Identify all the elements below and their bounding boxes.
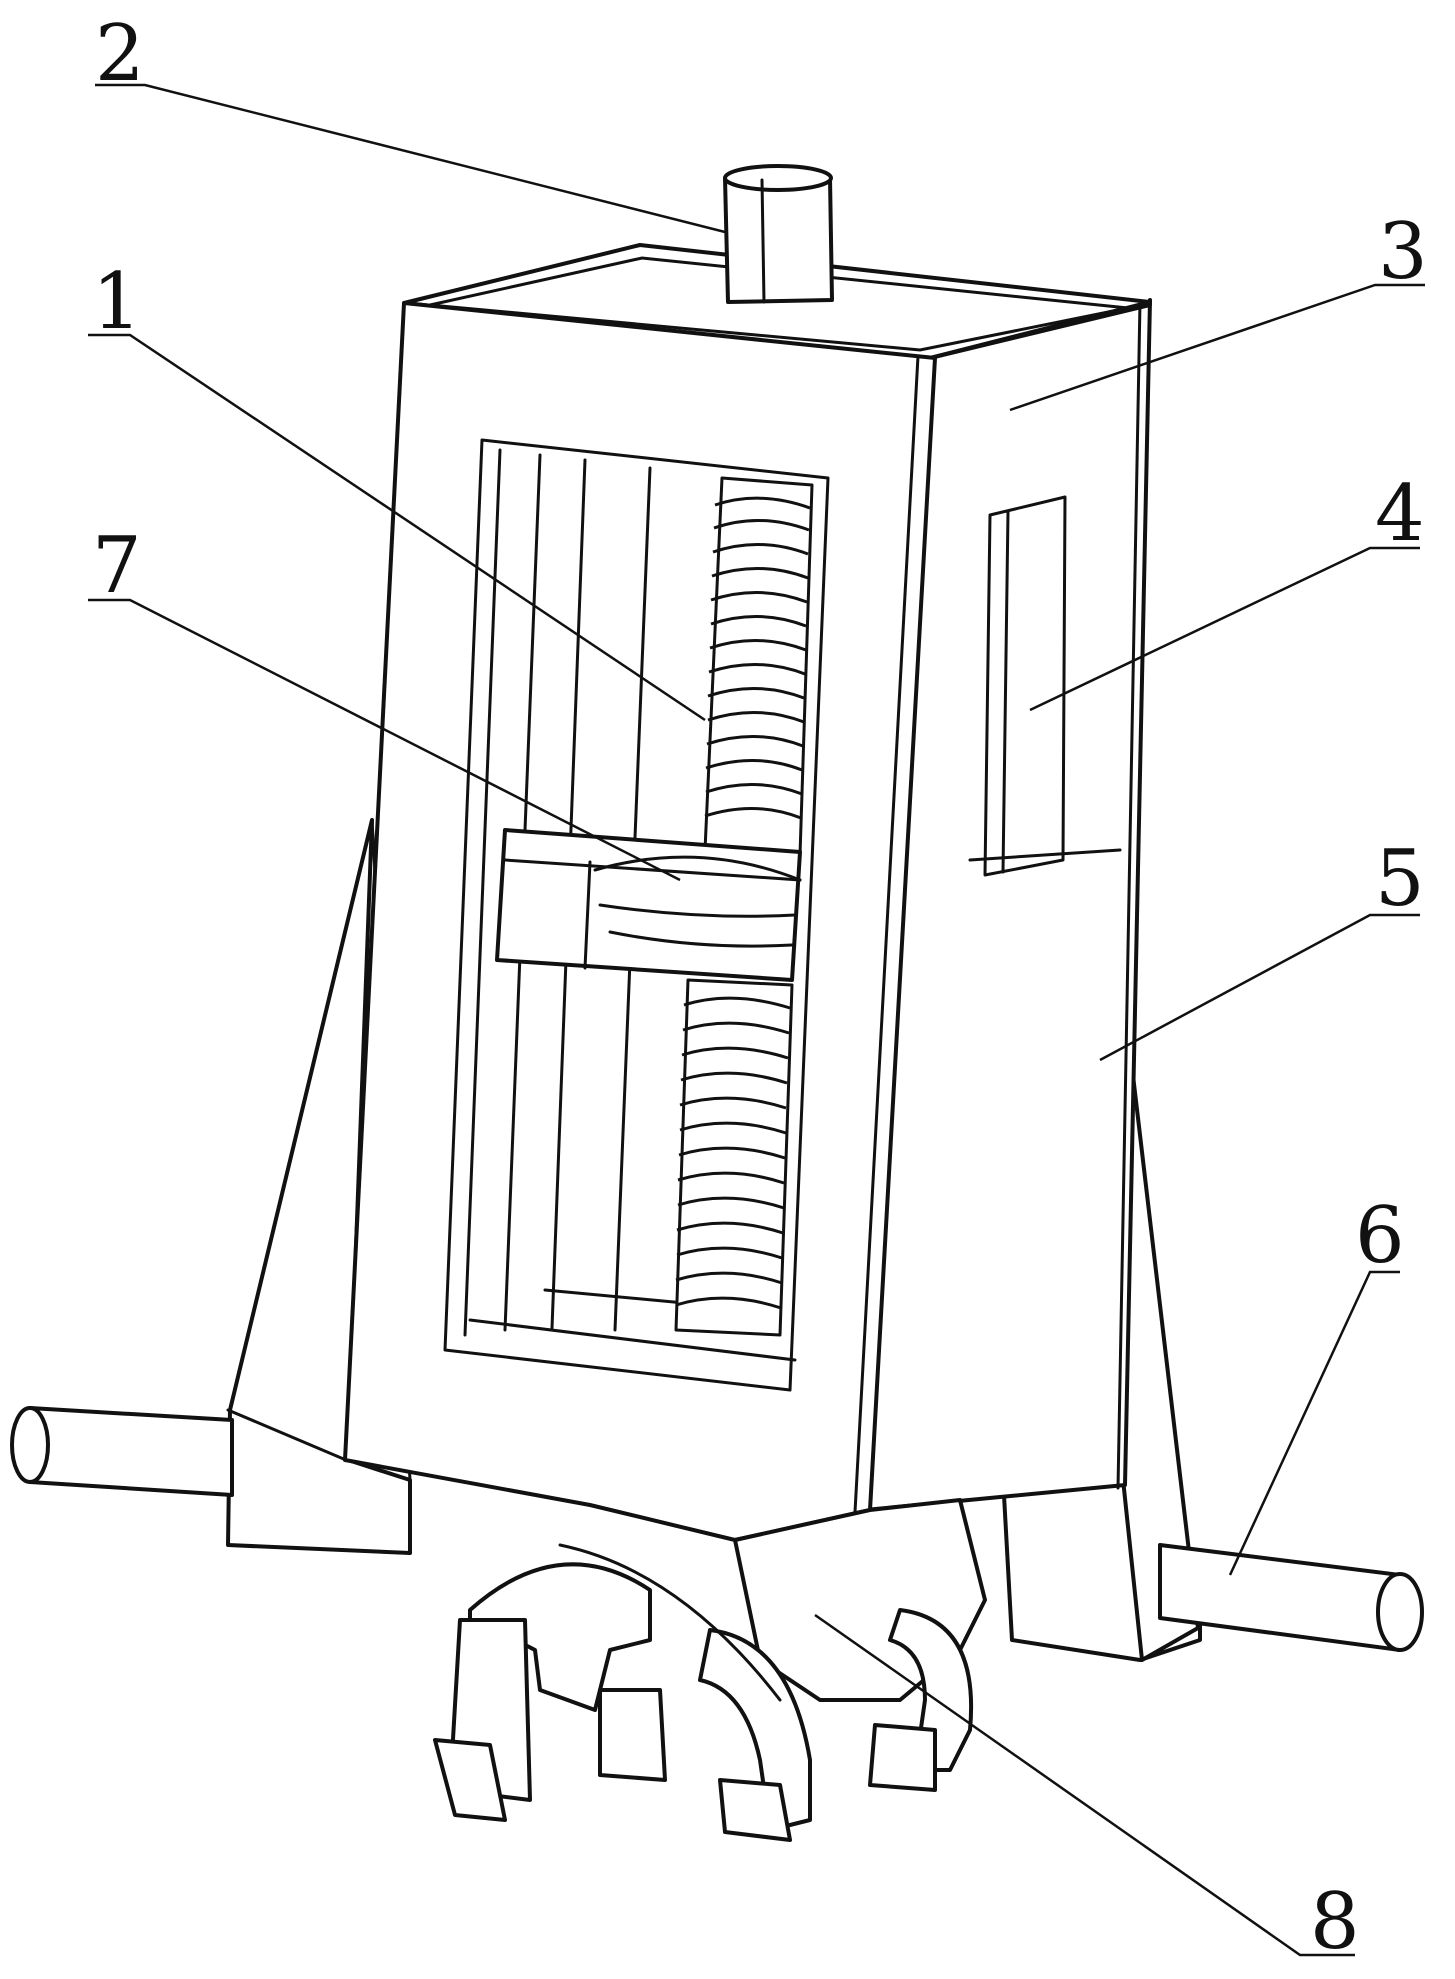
callout-8: 8	[1310, 1877, 1360, 1967]
callout-7: 7	[92, 521, 142, 611]
right-rod	[1158, 1543, 1424, 1652]
callout-3: 3	[1378, 207, 1428, 297]
callout-6: 6	[1355, 1191, 1405, 1281]
frame-side-face	[863, 298, 1152, 1512]
callout-5: 5	[1375, 834, 1425, 924]
lead-screw-upper	[703, 476, 814, 857]
callout-4: 4	[1375, 469, 1425, 559]
claw-assembly	[433, 1498, 987, 1842]
left-rod	[10, 1406, 234, 1497]
top-knob	[723, 164, 834, 304]
callout-1: 1	[92, 257, 142, 347]
callout-2: 2	[95, 9, 145, 99]
lead-screw-lower	[674, 978, 794, 1337]
slider-block	[495, 828, 802, 982]
leader-lines	[88, 83, 1425, 1957]
